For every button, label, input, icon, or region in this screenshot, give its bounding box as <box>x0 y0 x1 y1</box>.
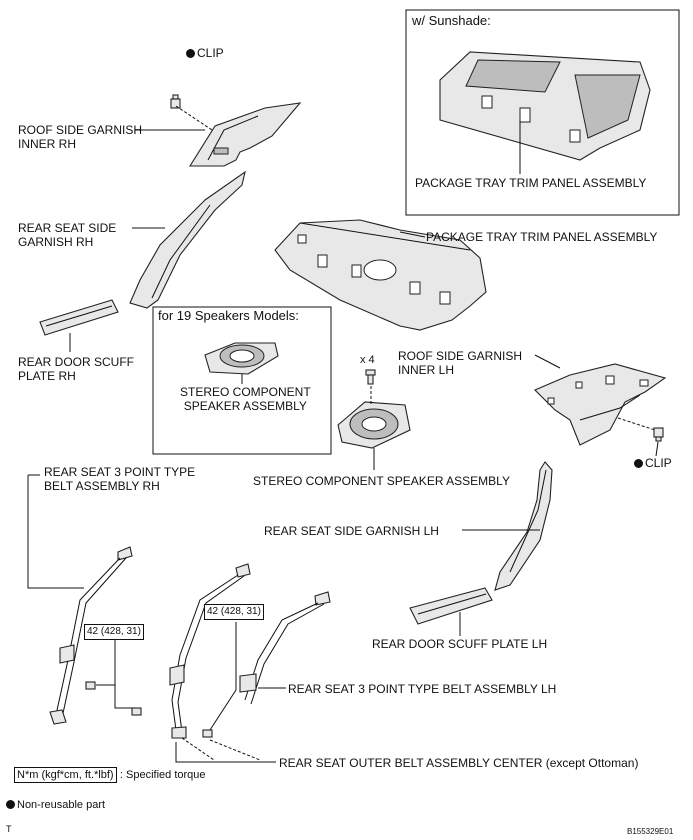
legend-torque: N*m (kgf*cm, ft.*lbf) : Specified torque <box>14 767 206 783</box>
non-reusable-dot-icon <box>6 800 15 809</box>
speakers-box <box>152 306 332 455</box>
legend-torque-text: : Specified torque <box>119 769 206 781</box>
clip-top-part <box>170 94 181 109</box>
clip-top-label: CLIP <box>186 46 224 60</box>
clip-right-part <box>653 427 664 442</box>
rear-seat-side-garnish-rh-part <box>129 170 246 309</box>
screw-part <box>365 369 376 385</box>
rear-door-scuff-plate-lh-label: REAR DOOR SCUFF PLATE LH <box>372 637 548 651</box>
torque-spec-left: 42 (428, 31) <box>84 624 144 640</box>
torque-spec-mid: 42 (428, 31) <box>204 604 264 620</box>
clip-right-label: CLIP <box>634 456 672 470</box>
rear-seat-side-garnish-lh-part <box>494 461 553 591</box>
package-tray-label: PACKAGE TRAY TRIM PANEL ASSEMBLY <box>426 230 658 244</box>
sunshade-title: w/ Sunshade: <box>412 13 491 28</box>
belt-lh-label: REAR SEAT 3 POINT TYPE BELT ASSEMBLY LH <box>288 682 557 696</box>
figure-code: B155329E01 <box>627 827 674 836</box>
corner-mark: T <box>6 824 12 834</box>
center-belt-part <box>169 563 251 739</box>
speakers-title: for 19 Speakers Models: <box>158 308 299 323</box>
sunshade-box <box>405 9 680 216</box>
non-reusable-dot-icon <box>634 459 643 468</box>
roof-side-garnish-rh-part <box>189 102 302 167</box>
center-belt-label: REAR SEAT OUTER BELT ASSEMBLY CENTER (ex… <box>279 756 639 770</box>
rear-door-scuff-plate-lh-part <box>409 587 493 625</box>
speaker-main-part <box>337 401 411 449</box>
rear-seat-side-garnish-lh-label: REAR SEAT SIDE GARNISH LH <box>264 524 439 538</box>
bolt-left-part <box>85 681 96 690</box>
legend-unit-box: N*m (kgf*cm, ft.*lbf) <box>14 767 117 783</box>
rear-door-scuff-plate-rh-part <box>39 299 119 336</box>
belt-lh-part <box>239 591 331 705</box>
package-tray-sunshade-label: PACKAGE TRAY TRIM PANEL ASSEMBLY <box>415 176 647 190</box>
speaker-box-part <box>204 342 279 375</box>
stereo-speaker-label: STEREO COMPONENT SPEAKER ASSEMBLY <box>253 474 510 488</box>
non-reusable-dot-icon <box>186 49 195 58</box>
quantity-label: x 4 <box>360 354 375 366</box>
legend-nonreusable: Non-reusable part <box>6 798 105 812</box>
belt-rh-part <box>49 546 133 725</box>
bolt-mid-part <box>202 729 213 738</box>
package-tray-part <box>274 219 487 331</box>
bolt-left-2-part <box>131 707 142 716</box>
package-tray-sunshade-part <box>439 51 651 161</box>
roof-side-garnish-lh-part <box>534 363 667 446</box>
